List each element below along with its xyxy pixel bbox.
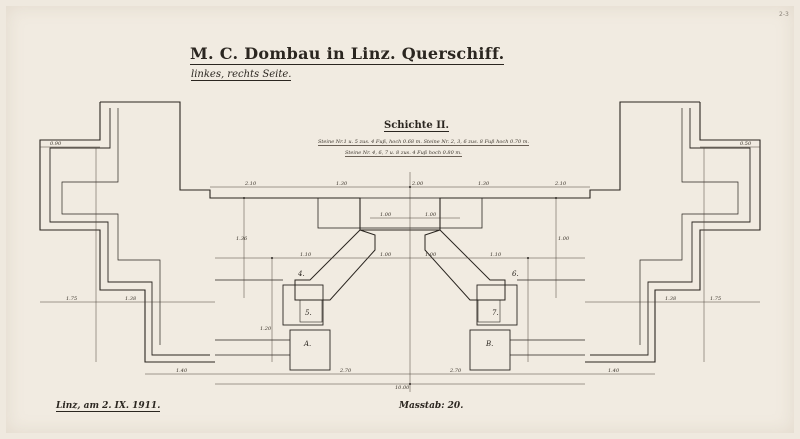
label-piece-4: 4. bbox=[297, 270, 305, 278]
right-diagonal-wing bbox=[424, 229, 506, 301]
paper-surface bbox=[6, 6, 794, 433]
dim-text-half-right: 2.70 bbox=[449, 368, 462, 374]
layer-title: Schichte II. bbox=[384, 120, 450, 132]
dim-text-center-1: 1.10 bbox=[300, 252, 312, 258]
dim-text-center-2: 1.00 bbox=[380, 252, 392, 258]
dim-text-right-3: 1.40 bbox=[608, 368, 620, 374]
dim-text-left-3: 1.40 bbox=[176, 368, 188, 374]
label-piece-b: B. bbox=[485, 340, 493, 348]
pier-right-upper bbox=[476, 284, 518, 326]
dim-text-top-5: 2.10 bbox=[554, 181, 567, 187]
dim-text-right-2: 1.38 bbox=[665, 296, 676, 302]
dim-text-lv: 1.36 bbox=[236, 236, 248, 242]
dim-text-right-1: 1.75 bbox=[710, 296, 721, 302]
arm-left bbox=[215, 279, 290, 356]
dim-text-center-4: 1.10 bbox=[490, 252, 502, 258]
outline-left-outer bbox=[100, 101, 410, 231]
pier-right-lower bbox=[469, 329, 511, 371]
outline-left-inner2 bbox=[61, 108, 161, 345]
label-piece-6: 6. bbox=[512, 270, 519, 278]
drawing-title: M. C. Dombau in Linz. Querschiff. bbox=[190, 44, 505, 65]
dim-text-rt: 0.50 bbox=[740, 141, 752, 147]
scale-note: Masstab: 20. bbox=[399, 401, 464, 411]
outline-right-inner2 bbox=[639, 108, 739, 345]
place-date: Linz, am 2. IX. 1911. bbox=[56, 401, 161, 412]
dim-text-left-1: 1.75 bbox=[66, 296, 77, 302]
outline-left-inner bbox=[49, 108, 210, 356]
left-diagonal-wing bbox=[294, 229, 376, 301]
dim-text-center-3: 1.00 bbox=[425, 252, 437, 258]
pier-left-inner bbox=[299, 299, 323, 323]
outline-right-step bbox=[585, 102, 761, 363]
outline-right-inner bbox=[590, 108, 751, 356]
center-top-block bbox=[317, 197, 483, 229]
arm-right bbox=[510, 279, 585, 356]
label-piece-a: A. bbox=[303, 340, 311, 348]
drawing-subtitle: linkes, rechts Seite. bbox=[191, 69, 292, 81]
dim-text-lt: 0.90 bbox=[50, 141, 62, 147]
pier-left-lower bbox=[289, 329, 331, 371]
dim-text-top-1: 2.10 bbox=[244, 181, 257, 187]
outline-left-step bbox=[39, 102, 215, 363]
pier-left-upper bbox=[282, 284, 324, 326]
dim-text-lv3: 1.20 bbox=[260, 326, 272, 332]
dim-text-inner-2: 1.00 bbox=[425, 212, 437, 218]
dim-text-half-left: 2.70 bbox=[339, 368, 352, 374]
dim-text-top-4: 1.30 bbox=[478, 181, 490, 187]
dim-text-rv: 1.00 bbox=[558, 236, 570, 242]
label-piece-7: 7. bbox=[492, 309, 499, 317]
pier-right-inner bbox=[477, 299, 501, 323]
dim-text-top-2: 1.30 bbox=[336, 181, 348, 187]
label-piece-5: 5. bbox=[305, 309, 312, 317]
outline-right-outer bbox=[410, 101, 700, 231]
dim-text-left-2: 1.38 bbox=[125, 296, 136, 302]
dim-text-total: 10.00 bbox=[395, 385, 410, 391]
corner-mark: 2-3 bbox=[779, 11, 789, 18]
dim-text-inner-1: 1.00 bbox=[380, 212, 392, 218]
stone-spec-line-1: Steine Nr.1 u. 5 zus. 4 Fuß, hoch 0.68 m… bbox=[318, 139, 530, 146]
dim-text-top-3: 2.00 bbox=[411, 181, 424, 187]
stone-spec-line-2: Steine Nr. 4, 6, 7 u. 8 zus. 4 Fuß hoch … bbox=[345, 150, 462, 157]
